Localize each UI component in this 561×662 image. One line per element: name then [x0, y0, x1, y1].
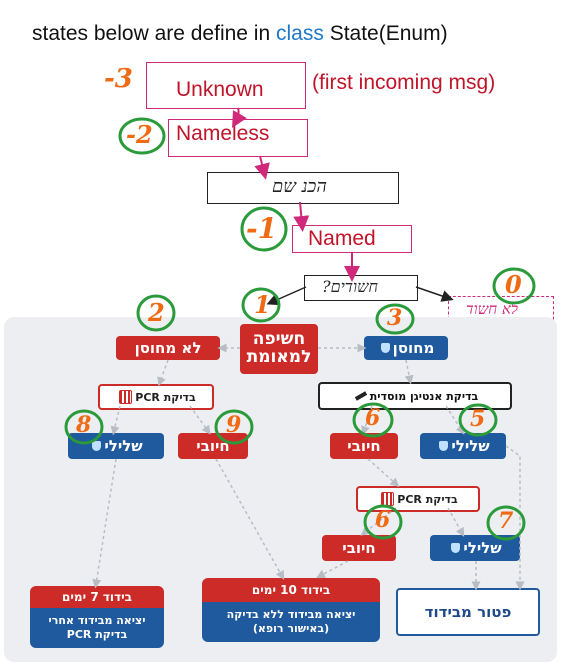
circle-1 — [241, 287, 281, 323]
isolation-7-body: יציאה מבידוד אחרי בדיקת PCR — [30, 608, 164, 648]
code-unknown: -3 — [104, 64, 133, 94]
annotation-1: 1 — [254, 290, 271, 319]
arrow-unknown-nameless — [232, 107, 247, 128]
antigen-test-label: בדיקת אנטיגן מוסדית — [369, 389, 479, 403]
enter-name-box — [207, 172, 399, 204]
conn-antigen-neg — [445, 405, 465, 435]
circle-3 — [375, 303, 415, 335]
negative-label-antigen: שלילי — [451, 437, 490, 455]
conn-pcr-pos — [189, 405, 211, 435]
isolation-10-card: בידוד 10 ימים יציאה מבידוד ללא בדיקה (בא… — [202, 578, 380, 642]
conn-posl-iso10 — [215, 458, 285, 580]
conn-pcr-negp — [447, 507, 465, 537]
conn-nega-exempt — [505, 445, 525, 591]
arrow-entername-named — [293, 201, 310, 232]
conn-pcr-posp — [360, 507, 397, 536]
code-not-suspect: 0 — [505, 270, 522, 299]
negative-label-left: שלילי — [104, 437, 143, 455]
vaccinated-label: מחוסן — [392, 339, 435, 357]
conn-vac-antigen — [404, 359, 414, 385]
circle-minus2 — [118, 117, 166, 155]
negative-label-pcr: שלילי — [463, 539, 502, 557]
conn-posp-iso10 — [316, 560, 349, 579]
shield-icon — [451, 543, 461, 553]
exempt-node: פטור מבידוד — [396, 588, 540, 636]
positive-node-left: חיובי — [178, 433, 248, 459]
pcr-test-label-right: בדיקת PCR — [397, 492, 458, 506]
annotation-5: 5 — [470, 406, 486, 432]
enter-name-handwriting: הכנ שם — [272, 176, 327, 197]
not-vaccinated-label: לא מחוסן — [134, 339, 202, 357]
circle-5 — [458, 403, 498, 437]
circle-7 — [486, 505, 526, 541]
named-state-label: Named — [308, 227, 376, 250]
circle-minus1 — [240, 206, 288, 252]
conn-antigen-pos — [361, 405, 373, 436]
exempt-label: פטור מבידוד — [424, 603, 512, 621]
annotation-9: 9 — [226, 412, 242, 438]
circle-8 — [64, 409, 104, 445]
positive-label-antigen: חיובי — [347, 437, 381, 455]
exposure-node: חשיפה למאומת — [240, 324, 318, 374]
pcr-test-node-left: בדיקת PCR — [98, 384, 214, 410]
conn-pcr-neg — [110, 405, 121, 436]
header-suffix: State(Enum) — [329, 22, 448, 45]
annotation-2: 2 — [148, 298, 165, 327]
shield-icon — [380, 343, 390, 353]
circle-6b — [363, 504, 403, 540]
not-suspect-handwriting: לא חשוד — [466, 300, 518, 318]
header-keyword: class — [276, 22, 324, 45]
conn-posa-pcr — [367, 458, 400, 487]
isolation-7-card: בידוד 7 ימים יציאה מבידוד אחרי בדיקת PCR — [30, 586, 164, 648]
positive-label-pcr: חיובי — [342, 539, 376, 557]
circle-6a — [352, 402, 394, 438]
code-nameless: -2 — [126, 120, 153, 149]
arrow-nameless-entername — [254, 155, 270, 180]
annotation-6b: 6 — [375, 507, 391, 533]
annotation-7: 7 — [498, 508, 514, 534]
unknown-state-label: Unknown — [176, 78, 264, 101]
conn-notvac-pcr — [157, 359, 169, 387]
isolation-10-body: יציאה מבידוד ללא בדיקה (באישור רופא) — [202, 602, 380, 642]
pcr-test-label-left: בדיקת PCR — [135, 390, 196, 404]
pcr-test-node-right: בדיקת PCR — [356, 486, 480, 512]
conn-negl-iso7 — [92, 458, 117, 589]
arrow-suspect-right — [415, 286, 454, 302]
unknown-state-note: (first incoming msg) — [312, 71, 496, 94]
circle-2 — [136, 294, 176, 332]
positive-node-antigen: חיובי — [330, 433, 398, 459]
negative-node-antigen: שלילי — [420, 433, 506, 459]
vaccinated-node: מחוסן — [364, 336, 448, 360]
unknown-state-box — [146, 62, 306, 109]
annotation-8: 8 — [76, 412, 92, 438]
header-title: states below are define in class State(E… — [32, 22, 448, 46]
circle-0 — [492, 267, 536, 305]
shield-icon — [439, 441, 449, 451]
shield-icon — [92, 441, 102, 451]
exposure-label: חשיפה למאומת — [246, 329, 312, 367]
isolation-7-title: בידוד 7 ימים — [30, 586, 164, 608]
code-named: -1 — [246, 212, 278, 245]
suspect-handwriting: חשודים? — [322, 277, 378, 296]
test-tube-icon — [119, 390, 133, 404]
isolation-10-title: בידוד 10 ימים — [202, 578, 380, 602]
annotation-6a: 6 — [365, 405, 381, 431]
circle-9 — [214, 409, 254, 445]
annotation-3: 3 — [387, 305, 403, 331]
not-vaccinated-node: לא מחוסן — [116, 336, 220, 360]
negative-node-left: שלילי — [68, 433, 164, 459]
positive-label-left: חיובי — [196, 437, 230, 455]
header-prefix: states below are define in — [32, 22, 271, 45]
